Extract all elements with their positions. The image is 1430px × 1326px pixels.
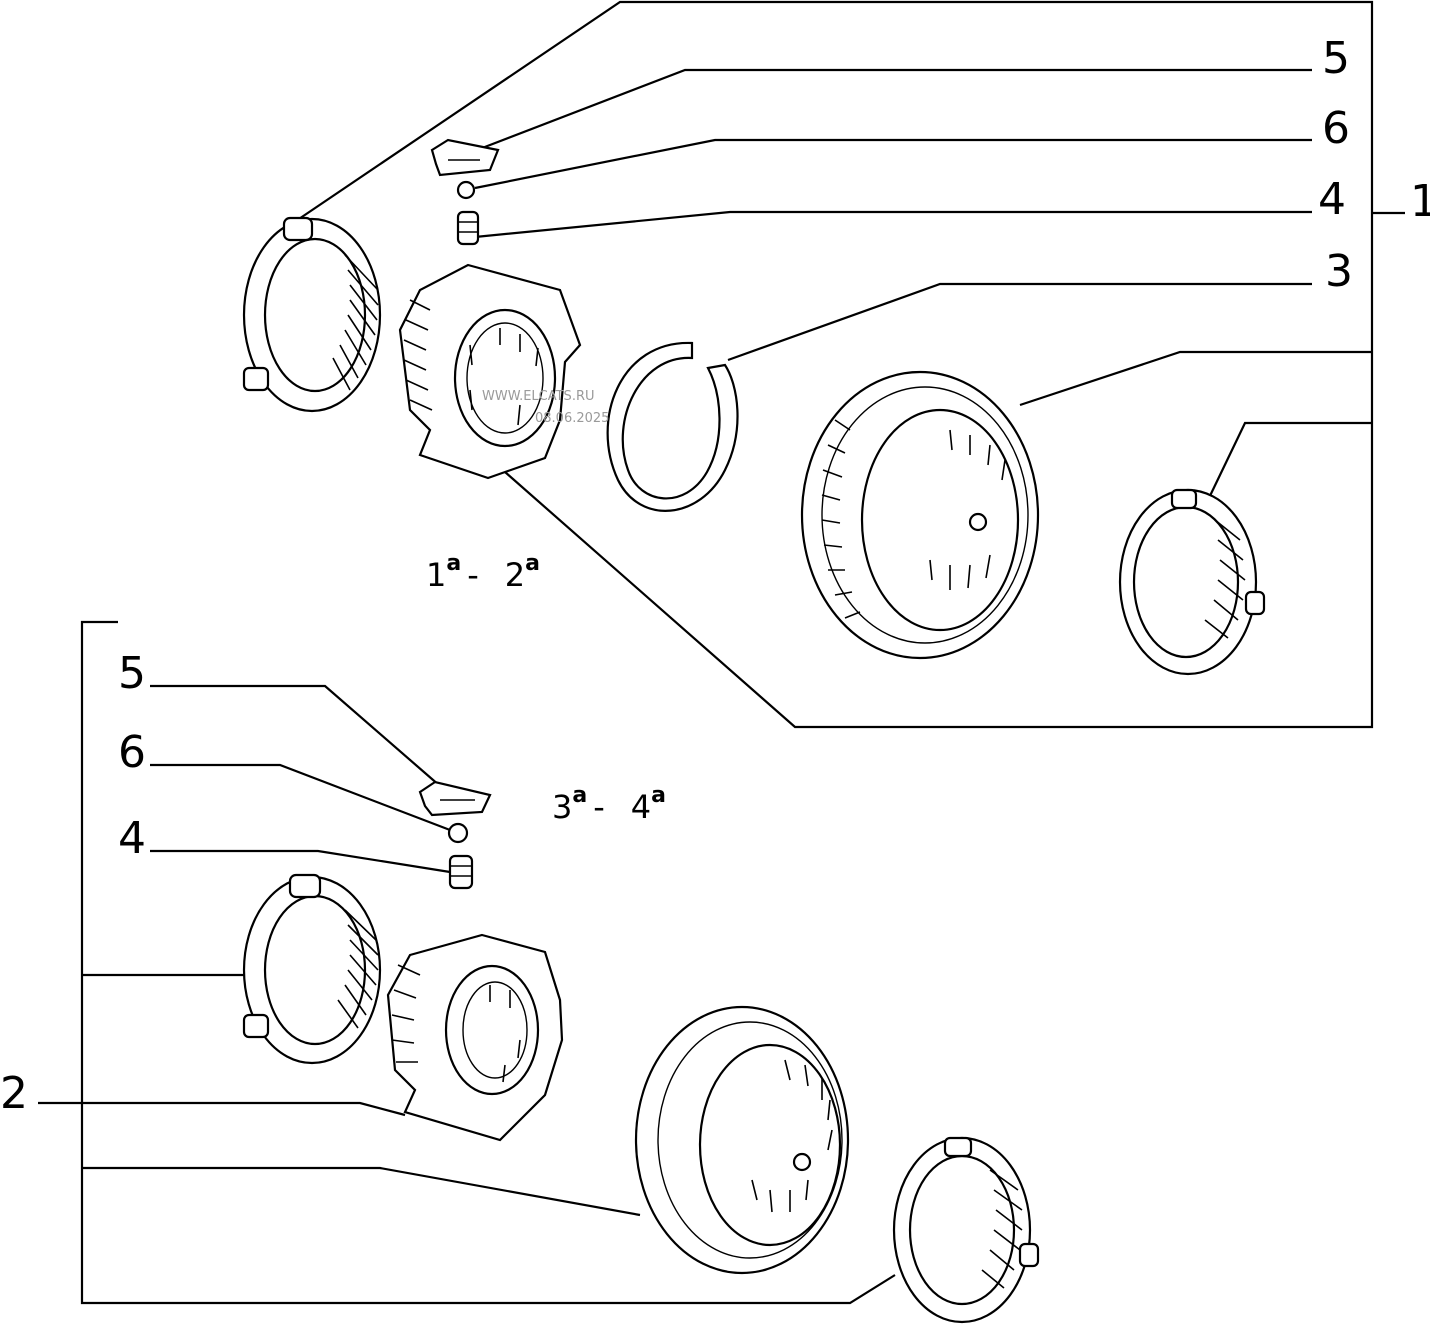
watermark-date: 08.06.2025 <box>535 411 609 426</box>
svg-text:3a-4a: 3a-4a <box>552 783 666 826</box>
ball-part-6-upper <box>456 180 476 200</box>
snap-ring-part-3 <box>606 341 739 512</box>
callout-3: 3 <box>1325 246 1353 297</box>
gear-label-first-second: 1a-2a <box>426 551 540 594</box>
callout-2: 2 <box>0 1068 28 1119</box>
synchro-hub-upper <box>398 263 582 480</box>
spring-part-4-lower <box>448 854 474 890</box>
lower-leader-lines <box>38 620 896 1305</box>
synchro-sleeve-lower <box>634 1005 850 1275</box>
synchro-hub-lower <box>386 933 564 1142</box>
svg-text:1a-2a: 1a-2a <box>426 551 540 594</box>
synchro-ring-upper-left <box>242 216 382 413</box>
spring-part-4-upper <box>456 210 480 246</box>
watermark-site: WWW.ELCATS.RU <box>482 389 595 404</box>
synchro-ring-lower-right <box>892 1136 1040 1324</box>
upper-leader-lines <box>289 0 1405 729</box>
callout-6-upper: 6 <box>1322 103 1350 154</box>
synchro-ring-lower-left <box>242 873 382 1065</box>
gear-label-third-fourth: 3a-4a <box>552 783 666 826</box>
callout-4-upper: 4 <box>1318 174 1346 225</box>
callout-5-upper: 5 <box>1322 33 1350 84</box>
callout-5-lower: 5 <box>118 648 146 699</box>
detent-plate-part-5-lower <box>418 780 492 817</box>
detent-plate-part-5-upper <box>430 138 500 177</box>
synchro-ring-upper-right <box>1118 488 1266 676</box>
ball-part-6-lower <box>447 822 469 844</box>
callout-1: 1 <box>1410 176 1430 227</box>
synchro-sleeve-upper <box>800 370 1040 660</box>
callout-4-lower: 4 <box>118 813 146 864</box>
callout-6-lower: 6 <box>118 727 146 778</box>
